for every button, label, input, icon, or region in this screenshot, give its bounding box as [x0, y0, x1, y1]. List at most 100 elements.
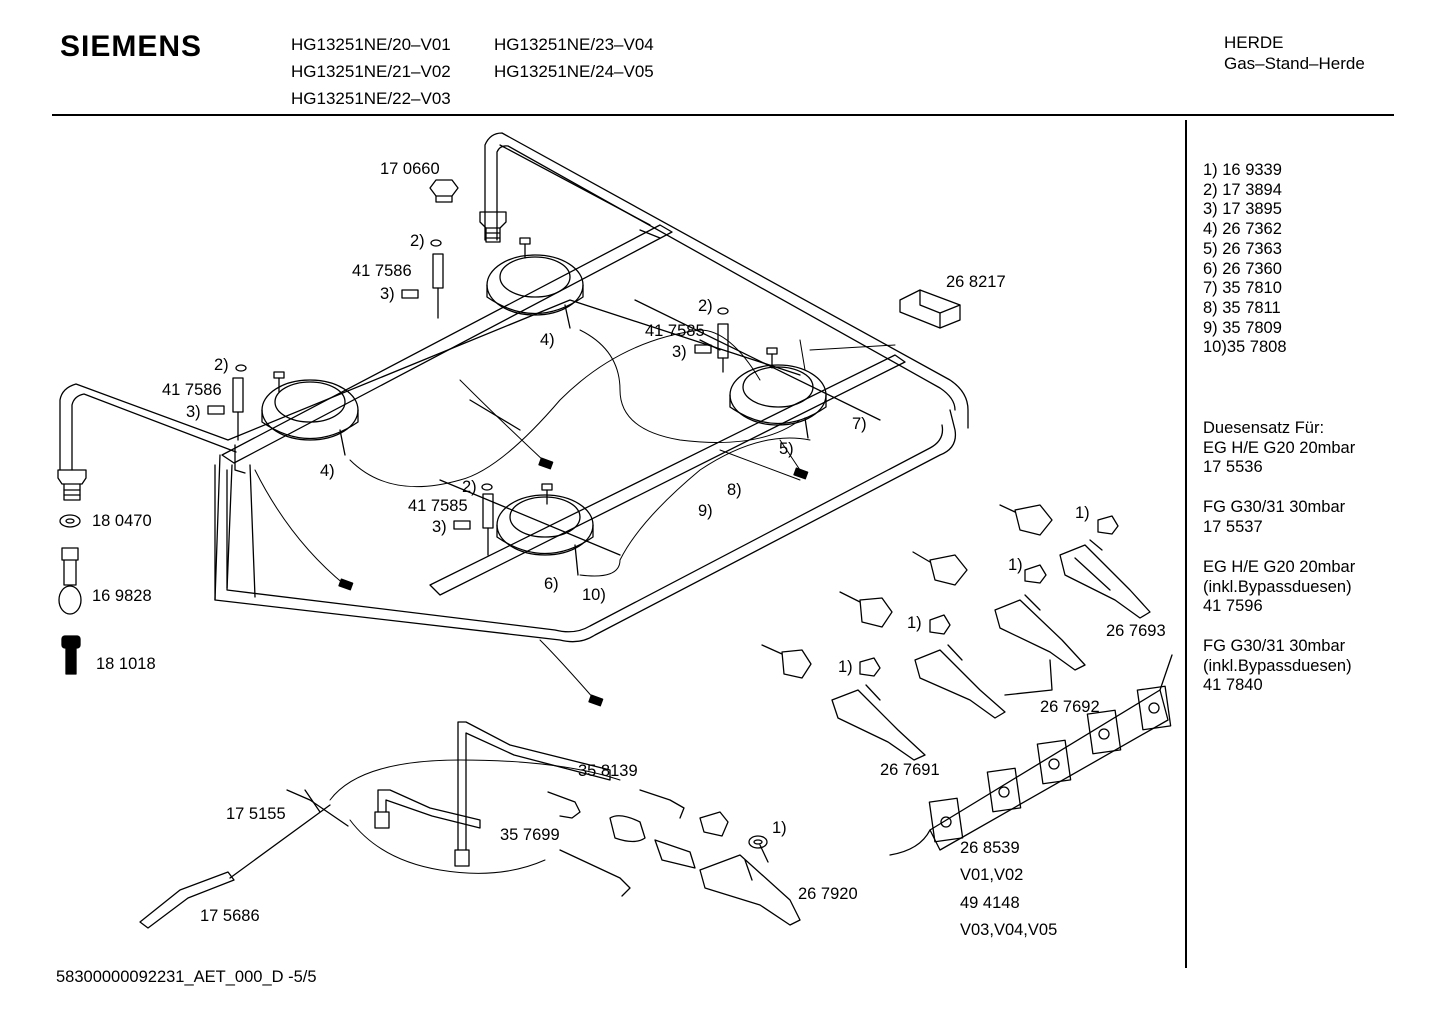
legend-item: 7) 35 7810	[1203, 279, 1282, 298]
legend-item: 6) 26 7360	[1203, 259, 1282, 278]
category-subtitle: Gas–Stand–Herde	[1224, 54, 1365, 73]
model-number: HG13251NE/21–V02	[291, 62, 451, 81]
part-number-label: 41 7586	[162, 381, 222, 399]
nozzle-set-number: 41 7596	[1203, 597, 1263, 616]
ignition-lead-arc	[330, 760, 620, 873]
nozzle-set-line: (inkl.Bypassduesen)	[1203, 656, 1352, 675]
burner-frame	[60, 133, 968, 642]
legend-divider	[1185, 120, 1187, 968]
callout-label: 1)	[772, 819, 787, 837]
header-divider	[52, 114, 1394, 116]
model-number: HG13251NE/22–V03	[291, 89, 451, 108]
gas-nozzle	[762, 505, 1052, 678]
part-number-label: 49 4148	[960, 894, 1020, 912]
gas-pipe-inlet-top	[480, 212, 506, 242]
nozzle-set-block: FG G30/31 30mbar (inkl.Bypassduesen) 41 …	[1203, 637, 1352, 696]
burner-cup	[487, 255, 583, 328]
part-number-label: 17 5686	[200, 907, 260, 925]
nozzle-set-line: EG H/E G20 20mbar	[1203, 438, 1356, 457]
valve-cap-icon	[860, 516, 1118, 676]
callout-label: 2)	[462, 478, 477, 496]
model-number: HG13251NE/20–V01	[291, 35, 451, 54]
callout-label: 1)	[838, 658, 853, 676]
legend-item: 10)35 7808	[1203, 338, 1287, 357]
nozzle-set-title: Duesensatz Für:	[1203, 419, 1325, 437]
nozzle-set-line: EG H/E G20 20mbar	[1203, 558, 1356, 576]
nozzle-set-number: 17 5536	[1203, 458, 1263, 477]
callout-label: 4)	[540, 331, 555, 349]
legend-item: 8) 35 7811	[1203, 298, 1281, 317]
document-id: 58300000092231_AET_000_D -5/5	[56, 968, 317, 986]
part-number-label: 16 9828	[92, 587, 152, 605]
spark-electrode	[233, 254, 728, 555]
threaded-fitting-icon	[62, 636, 80, 674]
part-number-label: 26 7920	[798, 885, 858, 903]
nozzle-set-line: FG G30/31 30mbar	[1203, 498, 1346, 516]
part-number-label: 41 7585	[408, 497, 468, 515]
legend-item: 1) 16 9339	[1203, 161, 1282, 179]
washer-icon	[60, 515, 80, 527]
callout-label: 9)	[698, 502, 713, 520]
callout-label: 3)	[432, 518, 447, 536]
burner-cup	[497, 495, 593, 575]
callout-label: 10)	[582, 586, 606, 604]
nozzle-set-number: 41 7840	[1203, 676, 1263, 695]
nozzle-set-line: (inkl.Bypassduesen)	[1203, 577, 1352, 596]
tap-mounting-strip	[890, 655, 1172, 855]
callout-label: 1)	[1008, 556, 1023, 574]
nozzle-set-block: EG H/E G20 20mbar (inkl.Bypassduesen) 41…	[1203, 558, 1355, 617]
nozzle-set-block: FG G30/31 30mbar 17 5537	[1203, 498, 1345, 537]
gas-supply-pipe	[375, 722, 610, 866]
callout-label: 1)	[1075, 504, 1090, 522]
bracket-icon	[900, 290, 960, 328]
callout-label: 6)	[544, 575, 559, 593]
part-number-label: 41 7586	[352, 262, 412, 280]
variant-label: V01,V02	[960, 866, 1024, 884]
wire-connector	[339, 458, 808, 706]
variant-label: V03,V04,V05	[960, 921, 1058, 939]
thermocouple	[140, 790, 348, 928]
nozzle-fitting	[548, 790, 800, 925]
model-number: HG13251NE/24–V05	[494, 62, 654, 81]
part-number-label: 35 8139	[578, 762, 638, 780]
callout-label: 7)	[852, 415, 867, 433]
legend-item: 4) 26 7362	[1203, 220, 1282, 239]
part-number-label: 18 1018	[96, 655, 156, 673]
legend-item: 5) 26 7363	[1203, 239, 1282, 258]
clip-icon	[208, 290, 711, 529]
callout-label: 3)	[186, 403, 201, 421]
pipe-connector-icon	[59, 548, 81, 614]
nozzle-set-block: Duesensatz Für: EG H/E G20 20mbar 17 553…	[1203, 419, 1355, 478]
screw-icon	[274, 238, 777, 504]
burner-cross-straps	[222, 225, 905, 597]
legend-list: 1) 16 9339 2) 17 3894 3) 17 3895 4) 26 7…	[1203, 161, 1287, 358]
legend-item: 2) 17 3894	[1203, 180, 1282, 199]
part-number-label: 41 7585	[645, 322, 705, 340]
callout-label: 2)	[214, 356, 229, 374]
callout-label: 2)	[698, 297, 713, 315]
callout-label: 3)	[672, 343, 687, 361]
ignition-wires	[255, 330, 895, 700]
part-number-label: 26 8217	[946, 273, 1006, 291]
model-number: HG13251NE/23–V04	[494, 35, 654, 54]
part-number-label: 17 5155	[226, 805, 286, 823]
legend-item: 9) 35 7809	[1203, 318, 1282, 337]
burner-cup	[262, 380, 358, 455]
legend-item: 3) 17 3895	[1203, 200, 1282, 219]
nozzle-set-number: 17 5537	[1203, 517, 1263, 536]
part-number-label: 26 7692	[1040, 698, 1100, 716]
callout-label: 1)	[907, 614, 922, 632]
part-number-label: 35 7699	[500, 826, 560, 844]
part-number-label: 26 8539	[960, 839, 1020, 857]
hex-nut-icon	[430, 180, 458, 202]
part-number-label: 17 0660	[380, 160, 440, 178]
callout-label: 8)	[727, 481, 742, 499]
washer-icon	[236, 240, 728, 490]
callout-label: 3)	[380, 285, 395, 303]
callout-label: 2)	[410, 232, 425, 250]
callout-label: 5)	[779, 440, 794, 458]
part-number-label: 26 7693	[1106, 622, 1166, 640]
gas-pipe-inlet-left	[58, 470, 86, 500]
part-number-label: 26 7691	[880, 761, 940, 779]
